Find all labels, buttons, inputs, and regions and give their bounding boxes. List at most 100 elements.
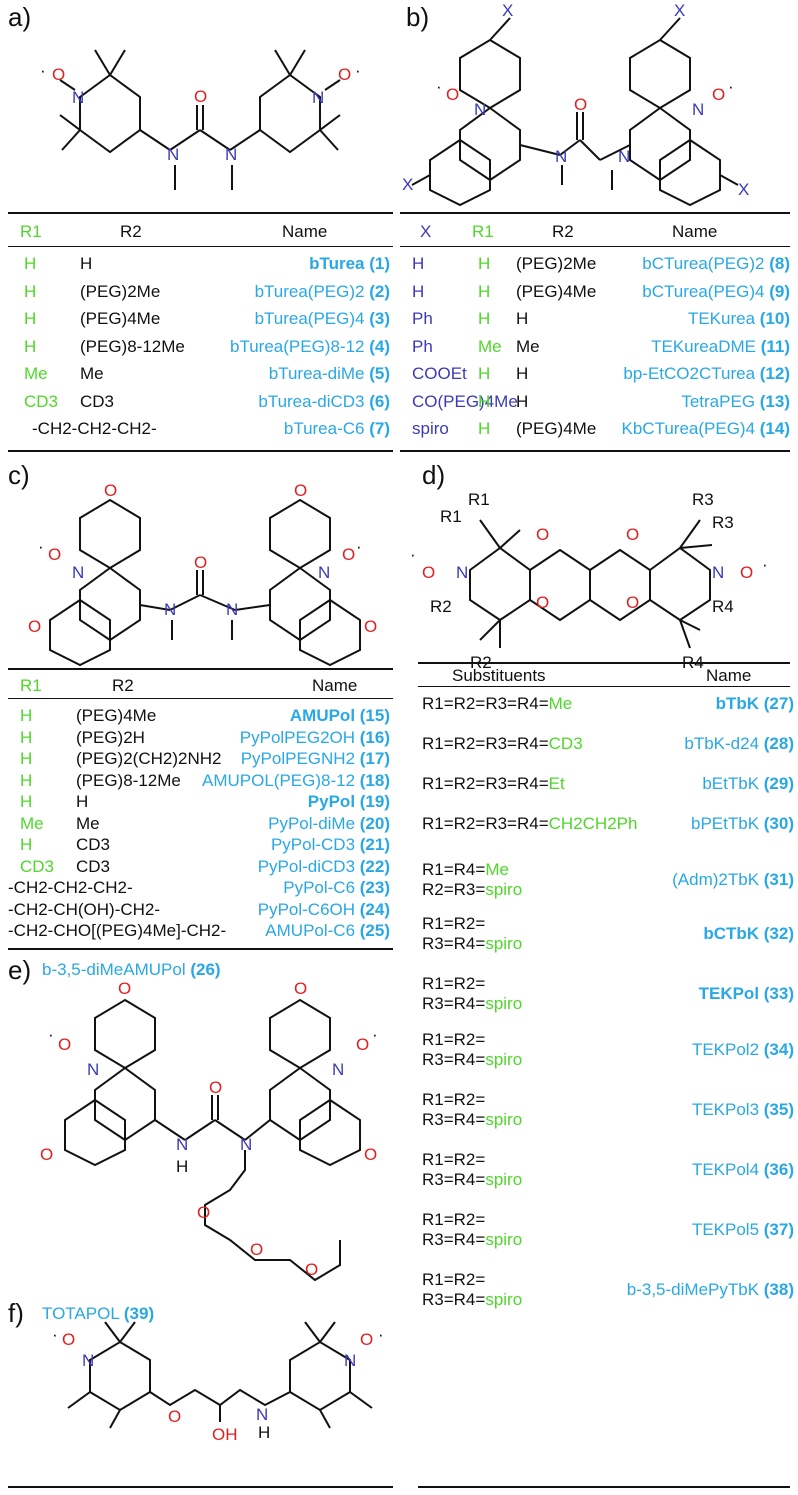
panel-d-row-compound-name: TEKPol5	[691, 1220, 764, 1239]
panel-d-row-name: bPEtTbK (30)	[691, 814, 794, 834]
panel-c-row-compound-name: AMUPol	[289, 706, 360, 725]
panel-d-label: d)	[422, 460, 446, 490]
panel-b-row-r2: (PEG)4Me	[516, 281, 597, 301]
svg-text:O: O	[536, 525, 549, 544]
panel-b-header-name: Name	[672, 222, 718, 241]
panel-a-row-compound-number: (3)	[369, 309, 390, 328]
panel-d-row-compound-number: (34)	[763, 1040, 794, 1059]
panel-d-row-substituent-2: R3=R4=spiro	[422, 1110, 523, 1129]
panel-c-row-compound-name: PyPolPEG2OH	[239, 727, 360, 747]
panel-d-row-substituent-1: R1=R2=R3=R4=CD3	[422, 734, 583, 753]
panel-c-row-r2: -CH2-CH2-CH2-	[8, 878, 133, 897]
panel-a-row-r2: (PEG)4Me	[80, 309, 161, 328]
panel-b-row-r2: (PEG)2Me	[516, 254, 597, 273]
panel-d-row-substituent-1: R1=R2=	[422, 1030, 486, 1049]
svg-text:O: O	[118, 979, 131, 998]
svg-text:N: N	[474, 100, 486, 119]
svg-text:O: O	[62, 1330, 75, 1349]
svg-text:N: N	[72, 88, 84, 107]
svg-text:N: N	[618, 147, 630, 166]
panel-c-row-r2: (PEG)2H	[76, 727, 145, 747]
svg-text:N: N	[256, 1405, 268, 1424]
panel-d-row-compound-number: (27)	[763, 694, 794, 713]
panel-c-row-name: PyPol-diCD3 (22)	[258, 857, 390, 877]
panel-d-row-substituent-2: R3=R4=spiro	[422, 1170, 523, 1189]
svg-text:O: O	[48, 545, 61, 564]
panel-a-row-name: bTurea(PEG)4 (3)	[255, 309, 390, 329]
panel-b-row-compound-number: (14)	[759, 419, 790, 438]
panel-d-row-substituent-2: R3=R4=spiro	[422, 1230, 523, 1249]
svg-text:O: O	[712, 85, 725, 104]
panel-b-row-x: H	[412, 254, 425, 273]
svg-text:N: N	[164, 600, 176, 619]
panel-b-row-r1: Me	[478, 336, 502, 356]
svg-text:X: X	[738, 180, 749, 199]
panel-a-row-compound-number: (2)	[369, 281, 390, 301]
panel-d-row-substituent-1: R1=R2=	[422, 1210, 486, 1229]
panel-c-row-compound-name: AMUPol-C6	[265, 921, 360, 940]
panel-c-row-r1: H	[20, 770, 33, 790]
panel-b-row-x: Ph	[412, 336, 433, 356]
panel-c-row-name: PyPolPEG2OH (16)	[240, 728, 390, 748]
panel-a-row-compound-name: bTurea(PEG)8-12	[230, 336, 370, 356]
panel-d-row-substituent-1: R1=R2=	[422, 974, 486, 993]
panel-c-row-name: PyPol-C6 (23)	[283, 878, 390, 898]
panel-d-row-compound-name: (Adm)2TbK	[672, 870, 764, 889]
panel-d-row-group-2: spiro	[485, 1050, 523, 1069]
svg-text:OH: OH	[212, 1425, 238, 1444]
svg-text:H: H	[258, 1423, 270, 1442]
panel-d-row-substituent-2: R3=R4=spiro	[422, 994, 523, 1013]
panel-a-row-compound-name: bTurea-diMe	[268, 364, 370, 383]
panel-d-row-substituent-2: R3=R4=spiro	[422, 934, 523, 953]
panel-c-row-r2: CD3	[76, 856, 111, 876]
panel-c-row-compound-name: PyPol-C6OH	[257, 899, 360, 919]
panel-c-row-compound-name: PyPol	[307, 792, 360, 811]
svg-text:O: O	[364, 1145, 377, 1164]
panel-c-row-r1: Me	[20, 813, 44, 833]
panel-c-row-compound-number: (16)	[359, 727, 390, 747]
panel-d-row-compound-name: bEtTbK	[702, 774, 764, 793]
svg-text:O: O	[305, 1260, 318, 1279]
panel-c-header-r1: R1	[20, 676, 42, 695]
svg-text:O: O	[294, 481, 307, 500]
panel-b-row-compound-name: bCTurea(PEG)2	[642, 254, 770, 273]
svg-text:O: O	[28, 617, 41, 636]
panel-d-row-substituent-1: R1=R2=R3=R4=Et	[422, 774, 565, 793]
svg-text:O: O	[364, 617, 377, 636]
panel-c-row-compound-number: (24)	[359, 899, 390, 919]
panel-b-row-r1: H	[478, 391, 491, 411]
panel-d-row-substituent-1: R1=R2=R3=R4=Me	[422, 694, 573, 713]
panel-a-row-compound-name: bTurea-diCD3	[258, 391, 370, 411]
panel-b-row-r1: H	[478, 364, 491, 383]
panel-d-row-compound-name: TEKPol4	[691, 1160, 764, 1179]
panel-a-row-r2: (PEG)2Me	[80, 281, 161, 301]
svg-text:O: O	[40, 1145, 53, 1164]
panel-b-row-name: TEKurea (10)	[688, 309, 790, 329]
panel-d-row-compound-number: (31)	[763, 870, 794, 889]
panel-d-row-substituent-2: R3=R4=spiro	[422, 1290, 523, 1309]
panel-e-compound-name: b-3,5-diMeAMUPol	[42, 960, 186, 979]
panel-c-row-name: PyPolPEGNH2 (17)	[241, 749, 390, 769]
panel-d-row-compound-number: (35)	[763, 1100, 794, 1119]
panel-c-row-r2: -CH2-CHO[(PEG)4Me]-CH2-	[8, 921, 227, 940]
svg-text:X: X	[674, 1, 685, 20]
panel-b-row-compound-name: KbCTurea(PEG)4	[621, 419, 760, 438]
svg-text:O: O	[356, 1035, 369, 1054]
panel-a-label: a)	[8, 2, 32, 32]
panel-f-title: TOTAPOL (39)	[42, 1304, 154, 1324]
panel-a-row-compound-number: (7)	[369, 419, 390, 438]
svg-text:·: ·	[410, 545, 416, 564]
svg-text:N: N	[318, 563, 330, 582]
svg-text:·: ·	[38, 537, 44, 556]
panel-c-row-compound-name: PyPolPEGNH2	[240, 749, 360, 768]
svg-text:O: O	[250, 1240, 263, 1259]
panel-d-row-group-1: Me	[548, 694, 573, 713]
svg-text:·: ·	[48, 1025, 54, 1044]
svg-text:N: N	[692, 100, 704, 119]
panel-d-row-compound-number: (37)	[763, 1220, 794, 1239]
svg-text:X: X	[402, 175, 413, 194]
panel-d-row-compound-name: b-3,5-diMePyTbK	[626, 1280, 764, 1299]
panel-c-row-compound-name: PyPol-diCD3	[257, 856, 360, 876]
panel-a-row-r1: H	[24, 309, 37, 328]
panel-b-label: b)	[406, 2, 430, 32]
